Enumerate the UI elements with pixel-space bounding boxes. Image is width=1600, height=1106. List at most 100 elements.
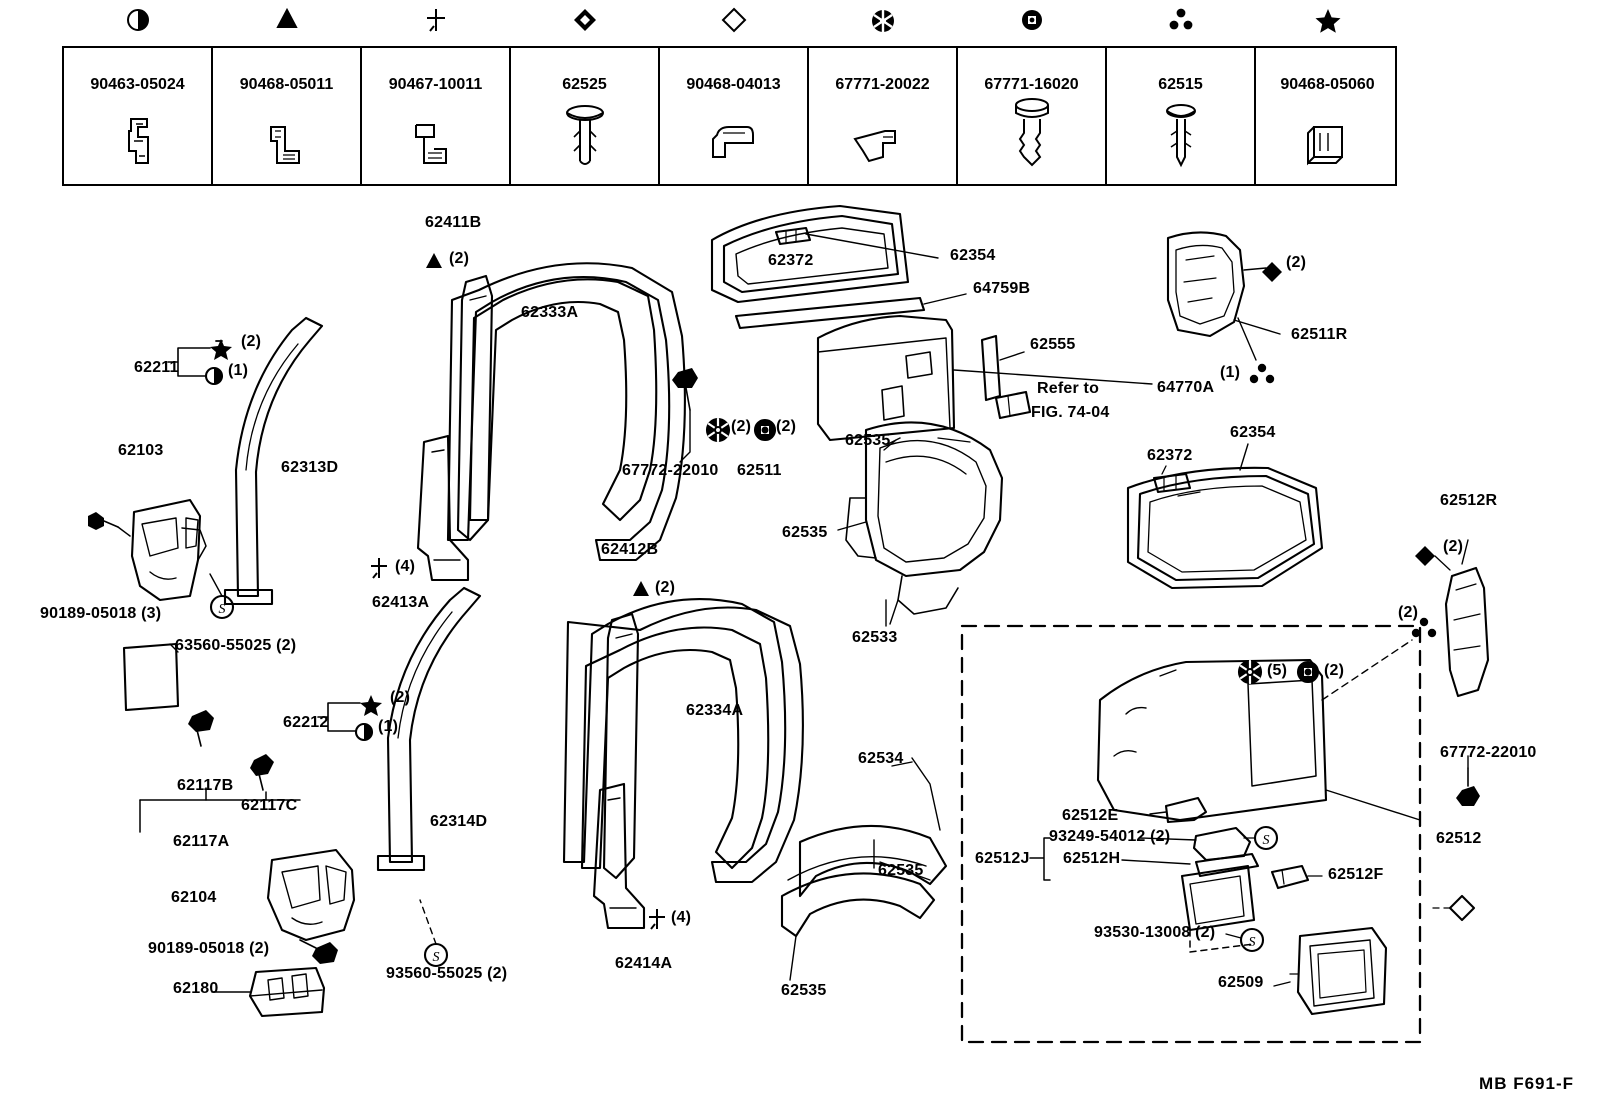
cross-pin-icon	[366, 556, 392, 587]
label-62512F: 62512F	[1328, 866, 1384, 883]
legend-cell-1: 90468-05011	[213, 7, 362, 184]
legend-code-6: 67771-16020	[984, 76, 1079, 93]
label-62103: 62103	[118, 442, 164, 459]
open-diamond-icon	[660, 6, 807, 39]
label-62535-d: 62535	[781, 982, 827, 999]
label-refer-to: Refer to	[1037, 380, 1100, 397]
legend-cell-0: 90463-05024	[64, 9, 213, 184]
label-93249-54012: 93249-54012 (2)	[1049, 828, 1171, 845]
label-62413A: 62413A	[372, 594, 430, 611]
label-62512: 62512	[1436, 830, 1482, 847]
label-62117B: 62117B	[177, 777, 234, 794]
label-62411B-qty: (2)	[449, 250, 470, 267]
legend-art-6	[958, 93, 1105, 178]
legend-code-2: 90467-10011	[388, 76, 483, 93]
label-62413A-qty: (4)	[395, 558, 416, 575]
asterisk-circle-icon	[809, 6, 956, 41]
label-62211-one-qty: (1)	[228, 362, 249, 379]
label-62511-qty-a: (2)	[731, 418, 752, 435]
label-62511R: 62511R	[1291, 326, 1348, 343]
legend-code-4: 90468-04013	[686, 76, 781, 93]
label-62535-a: 62535	[845, 432, 891, 449]
label-62512E: 62512E	[1062, 807, 1119, 824]
svg-text:S: S	[433, 950, 440, 965]
label-62117C: 62117C	[241, 797, 298, 814]
cross-pin-icon	[362, 6, 509, 41]
legend-cell-7: 62515	[1107, 8, 1256, 184]
legend-cell-6: 67771-16020	[958, 10, 1107, 184]
legend-table: 90463-05024 90468-05011 90467-10011	[62, 7, 1399, 186]
svg-text:S: S	[219, 602, 226, 617]
label-62509: 62509	[1218, 974, 1264, 991]
label-62411B: 62411B	[425, 214, 482, 231]
label-62104: 62104	[171, 889, 217, 906]
label-62354-mid: 62354	[1230, 424, 1276, 441]
legend-art-4	[660, 117, 807, 178]
label-62512R-qty2: (2)	[1398, 604, 1419, 621]
label-62212-one-qty: (1)	[378, 718, 399, 735]
legend-art-3	[511, 99, 658, 178]
label-67772-22010-top: 67772-22010	[622, 462, 719, 479]
label-62211-star-qty: (2)	[241, 333, 262, 350]
label-62212: 62212	[283, 714, 329, 731]
legend-code-7: 62515	[1158, 76, 1203, 93]
label-62412B-qty: (2)	[655, 579, 676, 596]
legend-code-0: 90463-05024	[90, 76, 185, 93]
label-62211: 62211	[134, 359, 179, 376]
legend-cell-5: 67771-20022	[809, 10, 958, 184]
label-62511R-qty2: (1)	[1220, 364, 1241, 381]
label-62314D: 62314D	[430, 813, 488, 830]
label-90189-05018-2: 90189-05018 (2)	[148, 940, 270, 957]
diagram-footer-code: MB F691-F	[1479, 1074, 1574, 1093]
label-64770A: 64770A	[1157, 379, 1215, 396]
legend-art-5	[809, 117, 956, 178]
cross-pin-icon	[644, 907, 670, 938]
label-64759B: 64759B	[973, 280, 1031, 297]
label-62212-star-qty: (2)	[390, 689, 411, 706]
label-62354-top: 62354	[950, 247, 996, 264]
three-dot-cluster-icon	[1107, 6, 1254, 39]
legend-cell-3: 62525	[511, 9, 660, 184]
label-62511-qty-b: (2)	[776, 418, 797, 435]
label-62512J: 62512J	[975, 850, 1030, 867]
legend-cell-8: 90468-05060	[1256, 9, 1399, 184]
label-62512H: 62512H	[1063, 850, 1121, 867]
filled-triangle-icon	[630, 578, 652, 605]
svg-text:S: S	[1249, 935, 1256, 950]
label-62555: 62555	[1030, 336, 1076, 353]
label-93530-13008: 93530-13008 (2)	[1094, 924, 1216, 941]
label-62534: 62534	[858, 750, 904, 767]
legend-cell-2: 90467-10011	[362, 9, 511, 184]
filled-triangle-icon	[423, 250, 445, 277]
legend-code-8: 90468-05060	[1280, 76, 1375, 93]
filled-star-icon	[1256, 6, 1399, 41]
label-62535-b: 62535	[782, 524, 828, 541]
label-inset-qty-5: (5)	[1267, 662, 1288, 679]
label-62117A: 62117A	[173, 833, 230, 850]
label-fig-74-04: FIG. 74-04	[1031, 404, 1110, 421]
label-93560-55025: 93560-55025 (2)	[386, 965, 508, 982]
label-62533: 62533	[852, 629, 898, 646]
label-62535-c: 62535	[878, 862, 924, 879]
circle-dot-icon	[958, 6, 1105, 39]
filled-triangle-icon	[213, 6, 360, 39]
legend-art-8	[1256, 113, 1399, 178]
label-62511R-qty: (2)	[1286, 254, 1307, 271]
label-90189-05018-3: 90189-05018 (3)	[40, 605, 162, 622]
label-63560-55025: 63560-55025 (2)	[175, 637, 297, 654]
filled-diamond-icon	[511, 6, 658, 39]
legend-cell-4: 90468-04013	[660, 7, 809, 184]
label-62313D: 62313D	[281, 459, 339, 476]
label-62512R-qty: (2)	[1443, 538, 1464, 555]
legend-art-7	[1107, 99, 1254, 178]
label-62412B: 62412B	[601, 541, 659, 558]
label-62511: 62511	[737, 462, 782, 479]
label-67772-22010-right: 67772-22010	[1440, 744, 1537, 761]
legend-code-3: 62525	[562, 76, 607, 93]
label-62372-mid: 62372	[1147, 447, 1193, 464]
label-62512R: 62512R	[1440, 492, 1498, 509]
legend-code-5: 67771-20022	[835, 76, 930, 93]
label-62333A: 62333A	[521, 304, 579, 321]
label-62372-top: 62372	[768, 252, 814, 269]
legend-art-2	[362, 111, 509, 178]
